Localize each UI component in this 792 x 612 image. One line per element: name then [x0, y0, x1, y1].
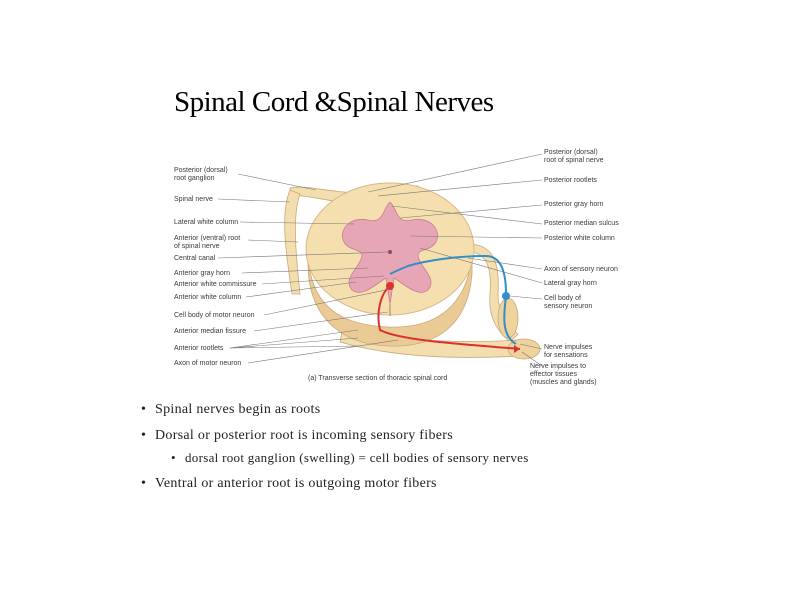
label-anterior-white-commissure: Anterior white commissure: [174, 281, 257, 288]
label-impulses-sensation-2: for sensations: [544, 352, 588, 359]
label-sensory-axon: Axon of sensory neuron: [544, 266, 618, 273]
bullet-symbol: •: [171, 450, 185, 466]
label-anterior-rootlets: Anterior rootlets: [174, 345, 224, 352]
label-posterior-root-1: Posterior (dorsal): [544, 149, 598, 156]
central-canal: [388, 250, 392, 254]
bullet-symbol: •: [141, 476, 155, 492]
bullet-text: Spinal nerves begin as roots: [155, 402, 320, 417]
bullet-item: •Ventral or anterior root is outgoing mo…: [141, 476, 437, 492]
label-motor-neuron-cell-body: Cell body of motor neuron: [174, 312, 255, 319]
label-posterior-rootlets: Posterior rootlets: [544, 177, 597, 184]
bullet-text: Ventral or anterior root is outgoing mot…: [155, 476, 437, 491]
label-spinal-nerve: Spinal nerve: [174, 196, 213, 203]
label-posterior-median-sulcus: Posterior median sulcus: [544, 220, 619, 227]
figure-caption: (a) Transverse section of thoracic spina…: [308, 375, 447, 382]
label-sensory-cell-body-1: Cell body of: [544, 295, 581, 302]
motor-neuron-cell-body: [386, 282, 394, 290]
label-anterior-white-column: Anterior white column: [174, 294, 241, 301]
slide-title: Spinal Cord &Spinal Nerves: [174, 86, 494, 119]
label-anterior-gray-horn: Anterior gray horn: [174, 270, 230, 277]
label-lateral-white-column: Lateral white column: [174, 219, 238, 226]
label-posterior-gray-horn: Posterior gray horn: [544, 201, 604, 208]
bullet-symbol: •: [141, 402, 155, 418]
bullet-text: dorsal root ganglion (swelling) = cell b…: [185, 450, 529, 465]
label-posterior-root-ganglion-1: Posterior (dorsal): [174, 167, 228, 174]
label-impulses-effector-1: Nerve impulses to: [530, 363, 586, 370]
bullet-item: •Dorsal or posterior root is incoming se…: [141, 428, 453, 444]
bullet-symbol: •: [141, 428, 155, 444]
label-impulses-effector-2: effector tissues: [530, 371, 577, 378]
sensory-neuron-cell-body: [502, 292, 510, 300]
spinal-cord-illustration: Posterior (dorsal) root ganglion Spinal …: [168, 144, 638, 392]
spinal-cord-diagram: Posterior (dorsal) root ganglion Spinal …: [168, 144, 638, 392]
right-labels: Posterior (dorsal) root of spinal nerve …: [530, 149, 619, 386]
bullet-item: •Spinal nerves begin as roots: [141, 402, 320, 418]
label-anterior-root-2: of spinal nerve: [174, 243, 220, 250]
label-central-canal: Central canal: [174, 255, 216, 262]
left-labels: Posterior (dorsal) root ganglion Spinal …: [174, 167, 257, 367]
label-impulses-effector-3: (muscles and glands): [530, 379, 597, 386]
label-impulses-sensation-1: Nerve impulses: [544, 344, 593, 351]
bullet-text: Dorsal or posterior root is incoming sen…: [155, 428, 453, 443]
label-anterior-median-fissure: Anterior median fissure: [174, 328, 246, 335]
label-posterior-root-2: root of spinal nerve: [544, 157, 604, 164]
label-sensory-cell-body-2: sensory neuron: [544, 303, 592, 310]
label-motor-neuron-axon: Axon of motor neuron: [174, 360, 241, 367]
label-anterior-root-1: Anterior (ventral) root: [174, 235, 240, 242]
label-posterior-white-column: Posterior white column: [544, 235, 615, 242]
label-posterior-root-ganglion-2: root ganglion: [174, 175, 215, 182]
bullet-subitem: •dorsal root ganglion (swelling) = cell …: [171, 450, 529, 466]
label-lateral-gray-horn: Lateral gray horn: [544, 280, 597, 287]
